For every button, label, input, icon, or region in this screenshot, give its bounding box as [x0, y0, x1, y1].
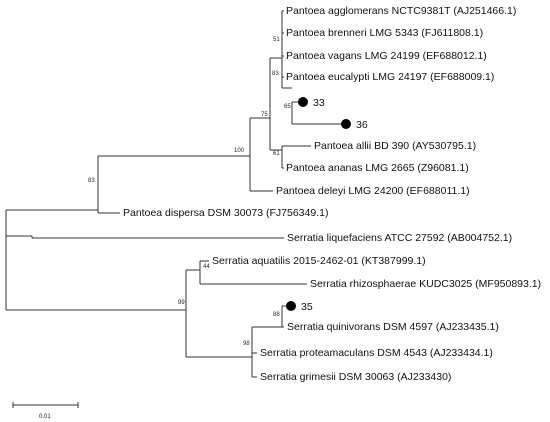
taxon-pantoea-allii: Pantoea allii BD 390 (AY530795.1)	[314, 140, 476, 152]
bootstrap-value: 98	[243, 341, 250, 347]
taxon-serratia-proteamaculans: Serratia proteamaculans DSM 4543 (AJ2334…	[260, 347, 493, 359]
bootstrap-value: 99	[178, 300, 185, 306]
taxon-serratia-liquefaciens: Serratia liquefaciens ATCC 27592 (AB0047…	[287, 232, 512, 244]
sample-markers	[286, 97, 351, 311]
taxon-serratia-grimesii: Serratia grimesii DSM 30063 (AJ233430)	[260, 371, 451, 383]
sample-33-label: 33	[313, 97, 325, 109]
sample-36-marker	[341, 119, 351, 129]
bootstrap-value: 75	[261, 112, 268, 118]
sample-33-marker	[298, 97, 308, 107]
bootstrap-value: 51	[273, 37, 280, 43]
taxon-pantoea-brenneri: Pantoea brenneri LMG 5343 (FJ611808.1)	[286, 27, 483, 39]
bootstrap-value: 100	[234, 148, 245, 154]
taxon-pantoea-agglomerans: Pantoea agglomerans NCTC9381T (AJ251466.…	[286, 5, 516, 17]
scale-bar: 0.01	[12, 402, 79, 420]
taxon-serratia-quinivorans: Serratia quinivorans DSM 4597 (AJ233435.…	[287, 321, 499, 333]
bootstrap-value: 83	[88, 178, 95, 184]
taxon-pantoea-eucalypti: Pantoea eucalypti LMG 24197 (EF688009.1)	[286, 71, 494, 83]
sample-35-label: 35	[301, 301, 313, 313]
taxon-pantoea-vagans: Pantoea vagans LMG 24199 (EF688012.1)	[286, 50, 487, 62]
sample-36-label: 36	[356, 119, 368, 131]
bootstrap-value: 61	[273, 151, 280, 157]
bootstrap-value: 44	[203, 264, 210, 270]
taxon-pantoea-deleyi: Pantoea deleyi LMG 24200 (EF688011.1)	[276, 185, 470, 197]
bootstrap-values: 51 83 65 75 61 100 83 44 99 88 98	[88, 37, 291, 347]
sample-35-marker	[286, 301, 296, 311]
scale-bar-label: 0.01	[39, 414, 51, 420]
taxon-serratia-aquatilis: Serratia aquatilis 2015-2462-01 (KT38799…	[212, 255, 426, 267]
taxon-pantoea-dispersa: Pantoea dispersa DSM 30073 (FJ756349.1)	[123, 207, 328, 219]
taxon-serratia-rhizosphaerae: Serratia rhizosphaerae KUDC3025 (MF95089…	[310, 278, 541, 290]
taxon-pantoea-ananas: Pantoea ananas LMG 2665 (Z96081.1)	[286, 162, 469, 174]
taxon-labels: Pantoea agglomerans NCTC9381T (AJ251466.…	[123, 5, 541, 383]
bootstrap-value: 65	[284, 104, 291, 110]
tree-branches	[5, 10, 345, 378]
bootstrap-value: 83	[272, 71, 279, 77]
bootstrap-value: 88	[273, 312, 280, 318]
